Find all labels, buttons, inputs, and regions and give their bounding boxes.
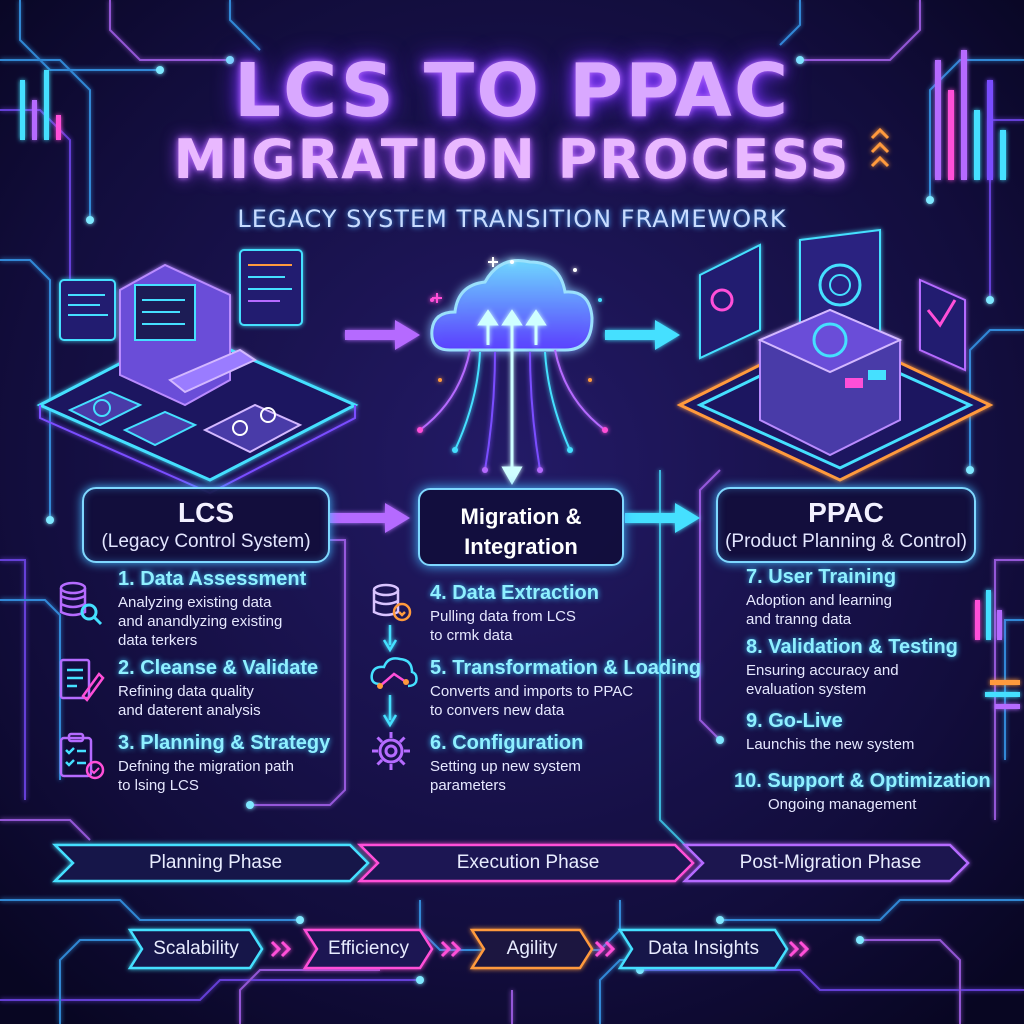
clipboard-checklist-icon — [59, 732, 105, 780]
step-7: 7. User Training Adoption and learning a… — [746, 566, 1006, 629]
migration-integration-box: Migration & Integration — [418, 488, 624, 566]
step-9: 9. Go-Live Launchis the new system — [746, 710, 1006, 754]
step-5-desc-line1: Converts and imports to PPAC — [430, 683, 634, 700]
step-9-desc-line1: Launchis the new system — [746, 736, 915, 753]
step-3: 3. Planning & Strategy Defning the migra… — [118, 732, 343, 795]
step-10-desc-line1: Ongoing management — [768, 796, 917, 813]
lcs-system-box: LCS (Legacy Control System) — [82, 487, 330, 563]
step-1-title: 1. Data Assessment — [118, 568, 307, 590]
step-5: 5. Transformation & Loading Converts and… — [430, 657, 702, 720]
step-1-desc-line1: Analyzing existing data — [118, 594, 272, 611]
page-title-line2: MIGRATION PROCESS — [173, 128, 851, 191]
page-subtitle: LEGACY SYSTEM TRANSITION FRAMEWORK — [237, 205, 787, 233]
phase-execution: Execution Phase — [456, 852, 600, 873]
ppac-system-box: PPAC (Product Planning & Control) — [716, 487, 976, 563]
benefit-agility: Agility — [506, 938, 558, 959]
step-2: 2. Cleanse & Validate Refining data qual… — [118, 657, 343, 720]
step-8-title: 8. Validation & Testing — [746, 636, 958, 658]
ppac-full-name: (Product Planning & Control) — [725, 531, 967, 552]
step-3-desc-line2: to lsing LCS — [118, 777, 199, 794]
lcs-full-name: (Legacy Control System) — [101, 531, 311, 552]
step-3-title: 3. Planning & Strategy — [118, 732, 331, 754]
step-2-desc-line1: Refining data quality — [118, 683, 254, 700]
step-8-desc-line1: Ensuring accuracy and — [746, 662, 899, 679]
phase-post-migration: Post-Migration Phase — [739, 852, 922, 873]
phase-planning: Planning Phase — [148, 852, 283, 873]
ppac-name: PPAC — [808, 497, 884, 528]
page-title-line1: LCS TO PPAC — [233, 48, 791, 134]
document-edit-icon — [59, 658, 105, 702]
step-1-desc-line2: and anandlyzing existing — [118, 613, 283, 630]
step-8-desc-line2: evaluation system — [746, 681, 867, 698]
database-lock-icon — [372, 583, 412, 622]
step-1: 1. Data Assessment Analyzing existing da… — [118, 568, 343, 650]
database-search-icon — [59, 581, 103, 626]
step-6: 6. Configuration Setting up new system p… — [430, 732, 690, 795]
step-4-desc-line1: Pulling data from LCS — [430, 608, 576, 625]
step-4-title: 4. Data Extraction — [430, 582, 599, 604]
cloud-transfer-icon — [370, 657, 418, 689]
step-5-desc-line2: to convers new data — [430, 702, 565, 719]
step-10: 10. Support & Optimization Ongoing manag… — [734, 770, 1009, 814]
benefit-data-insights: Data Insights — [648, 938, 759, 959]
step-7-desc-line2: and tranng data — [746, 611, 852, 628]
migration-box-line1: Migration & — [460, 504, 582, 529]
step-7-desc-line1: Adoption and learning — [746, 592, 892, 609]
step-1-desc-line3: data terkers — [118, 632, 198, 649]
step-4: 4. Data Extraction Pulling data from LCS… — [430, 582, 690, 645]
benefit-scalability: Scalability — [153, 938, 239, 959]
step-2-desc-line2: and daterent analysis — [118, 702, 261, 719]
benefit-efficiency: Efficiency — [328, 938, 409, 959]
step-7-title: 7. User Training — [746, 566, 897, 588]
gear-icon — [372, 732, 410, 770]
lcs-name: LCS — [178, 497, 234, 528]
step-6-desc-line1: Setting up new system — [430, 758, 581, 775]
step-6-desc-line2: parameters — [430, 777, 506, 794]
step-9-title: 9. Go-Live — [746, 710, 843, 732]
step-8: 8. Validation & Testing Ensuring accurac… — [746, 636, 1006, 699]
step-2-title: 2. Cleanse & Validate — [118, 657, 319, 679]
migration-box-line2: Integration — [464, 534, 578, 559]
step-4-desc-line2: to crmk data — [430, 627, 513, 644]
step-10-title: 10. Support & Optimization — [734, 770, 991, 792]
step-6-title: 6. Configuration — [430, 732, 584, 754]
step-5-title: 5. Transformation & Loading — [430, 657, 702, 679]
step-3-desc-line1: Defning the migration path — [118, 758, 294, 775]
